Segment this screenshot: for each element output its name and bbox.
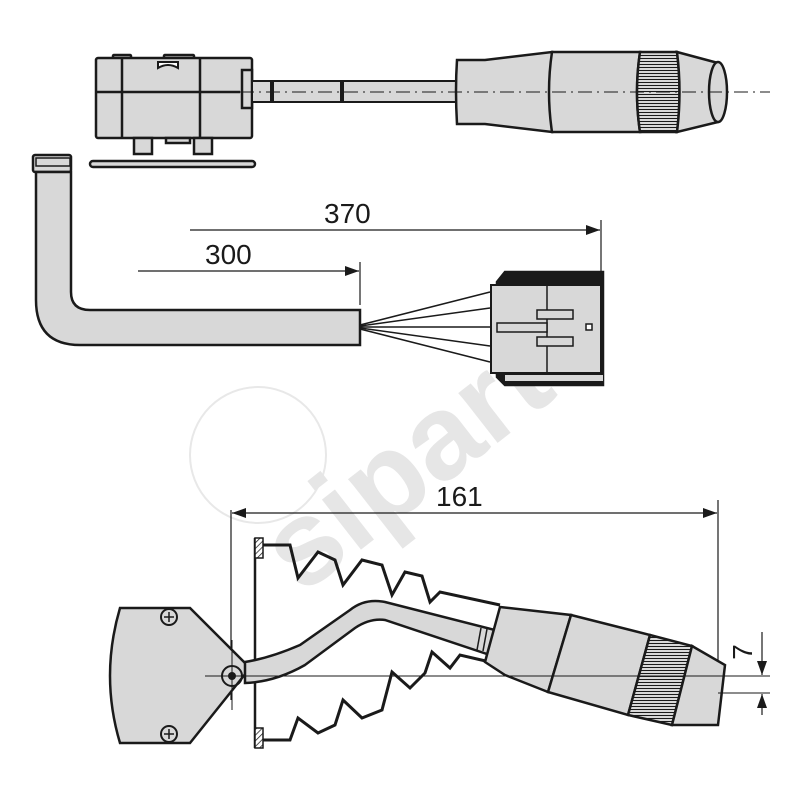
dimension-300: 300 <box>138 239 361 305</box>
cable-sheath <box>34 170 362 347</box>
connector <box>490 270 605 387</box>
mounting-plate <box>88 159 257 169</box>
dimension-label-300: 300 <box>205 239 252 270</box>
lever-handle-side <box>483 605 727 727</box>
switch-housing <box>108 606 252 745</box>
dimension-label-370: 370 <box>324 198 371 229</box>
cable-wires <box>359 291 491 363</box>
side-view: 161 <box>108 481 770 749</box>
lever-handle <box>454 50 729 134</box>
bellows-boot <box>253 537 501 749</box>
cable-view <box>31 153 605 387</box>
dimension-161: 161 <box>230 481 719 700</box>
watermark-circle <box>189 386 327 524</box>
switch-body <box>94 53 254 156</box>
dimension-7: 7 <box>727 632 767 715</box>
dimension-label-161: 161 <box>436 481 483 512</box>
dimension-370: 370 <box>190 198 602 272</box>
top-view <box>88 50 770 169</box>
lever-rod <box>243 599 497 685</box>
dimension-label-7: 7 <box>727 644 758 660</box>
